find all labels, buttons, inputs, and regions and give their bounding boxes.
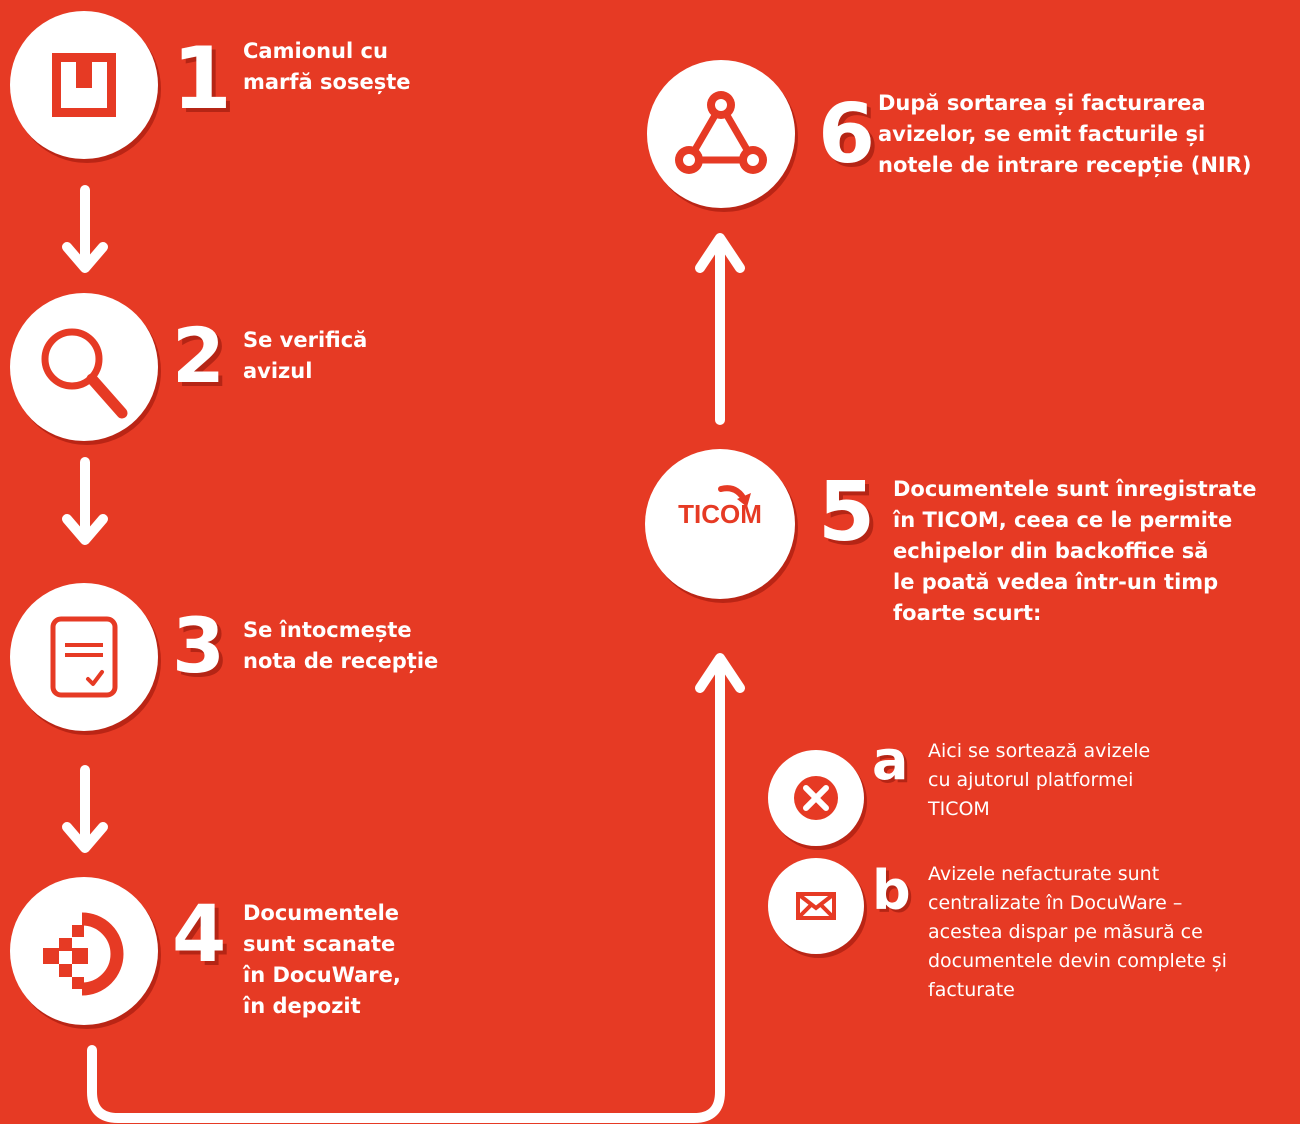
ticom-arrow-icon — [718, 485, 751, 507]
substep-a-icon-circle — [768, 750, 864, 846]
step-6-label: După sortarea și facturarea avizelor, se… — [878, 91, 1252, 177]
close-icon — [794, 776, 838, 820]
docuware-logo-icon — [43, 912, 124, 996]
step-1-label: Camionul cu marfă sosește — [243, 39, 411, 94]
arrow-1-to-2 — [62, 185, 108, 273]
envelope-icon — [796, 892, 836, 920]
step-5-number: 5 — [818, 465, 876, 560]
step-6-number: 6 — [818, 87, 876, 182]
step-6-icon-circle — [647, 60, 795, 208]
step-2-icon-circle — [10, 293, 158, 441]
step-4-icon-circle — [10, 877, 158, 1025]
step-3-number: 3 — [172, 601, 225, 690]
arrow-3-to-4 — [62, 765, 108, 853]
arrow-2-to-3 — [62, 457, 108, 545]
substep-b-icon-circle — [768, 858, 864, 954]
connector-4-to-5 — [87, 653, 745, 1123]
step-5-icon-circle: TICOM — [645, 449, 795, 599]
step-4-label: Documentele sunt scanate în DocuWare, în… — [243, 901, 401, 1018]
ticom-logo-text: TICOM — [678, 499, 762, 529]
document-check-icon — [50, 616, 118, 698]
step-3-icon-circle — [10, 583, 158, 731]
box-icon — [52, 53, 116, 117]
step-4-number: 4 — [172, 890, 227, 980]
arrow-5-to-6 — [695, 233, 745, 425]
substep-b-text: Avizele nefacturate sunt centralizate în… — [928, 863, 1227, 1001]
step-1-number: 1 — [172, 29, 232, 129]
substep-b-letter: b — [872, 859, 911, 922]
step-5-label: Documentele sunt înregistrate în TICOM, … — [893, 477, 1257, 625]
step-2-label: Se verifică avizul — [243, 328, 368, 383]
step-2-number: 2 — [172, 311, 225, 400]
step-1-icon-circle — [10, 11, 158, 159]
step-3-label: Se întocmește nota de recepție — [243, 618, 439, 673]
network-icon — [675, 91, 767, 174]
substep-a-text: Aici se sortează avizele cu ajutorul pla… — [928, 740, 1151, 820]
magnifier-icon — [41, 328, 128, 419]
substep-a-letter: a — [872, 729, 909, 792]
